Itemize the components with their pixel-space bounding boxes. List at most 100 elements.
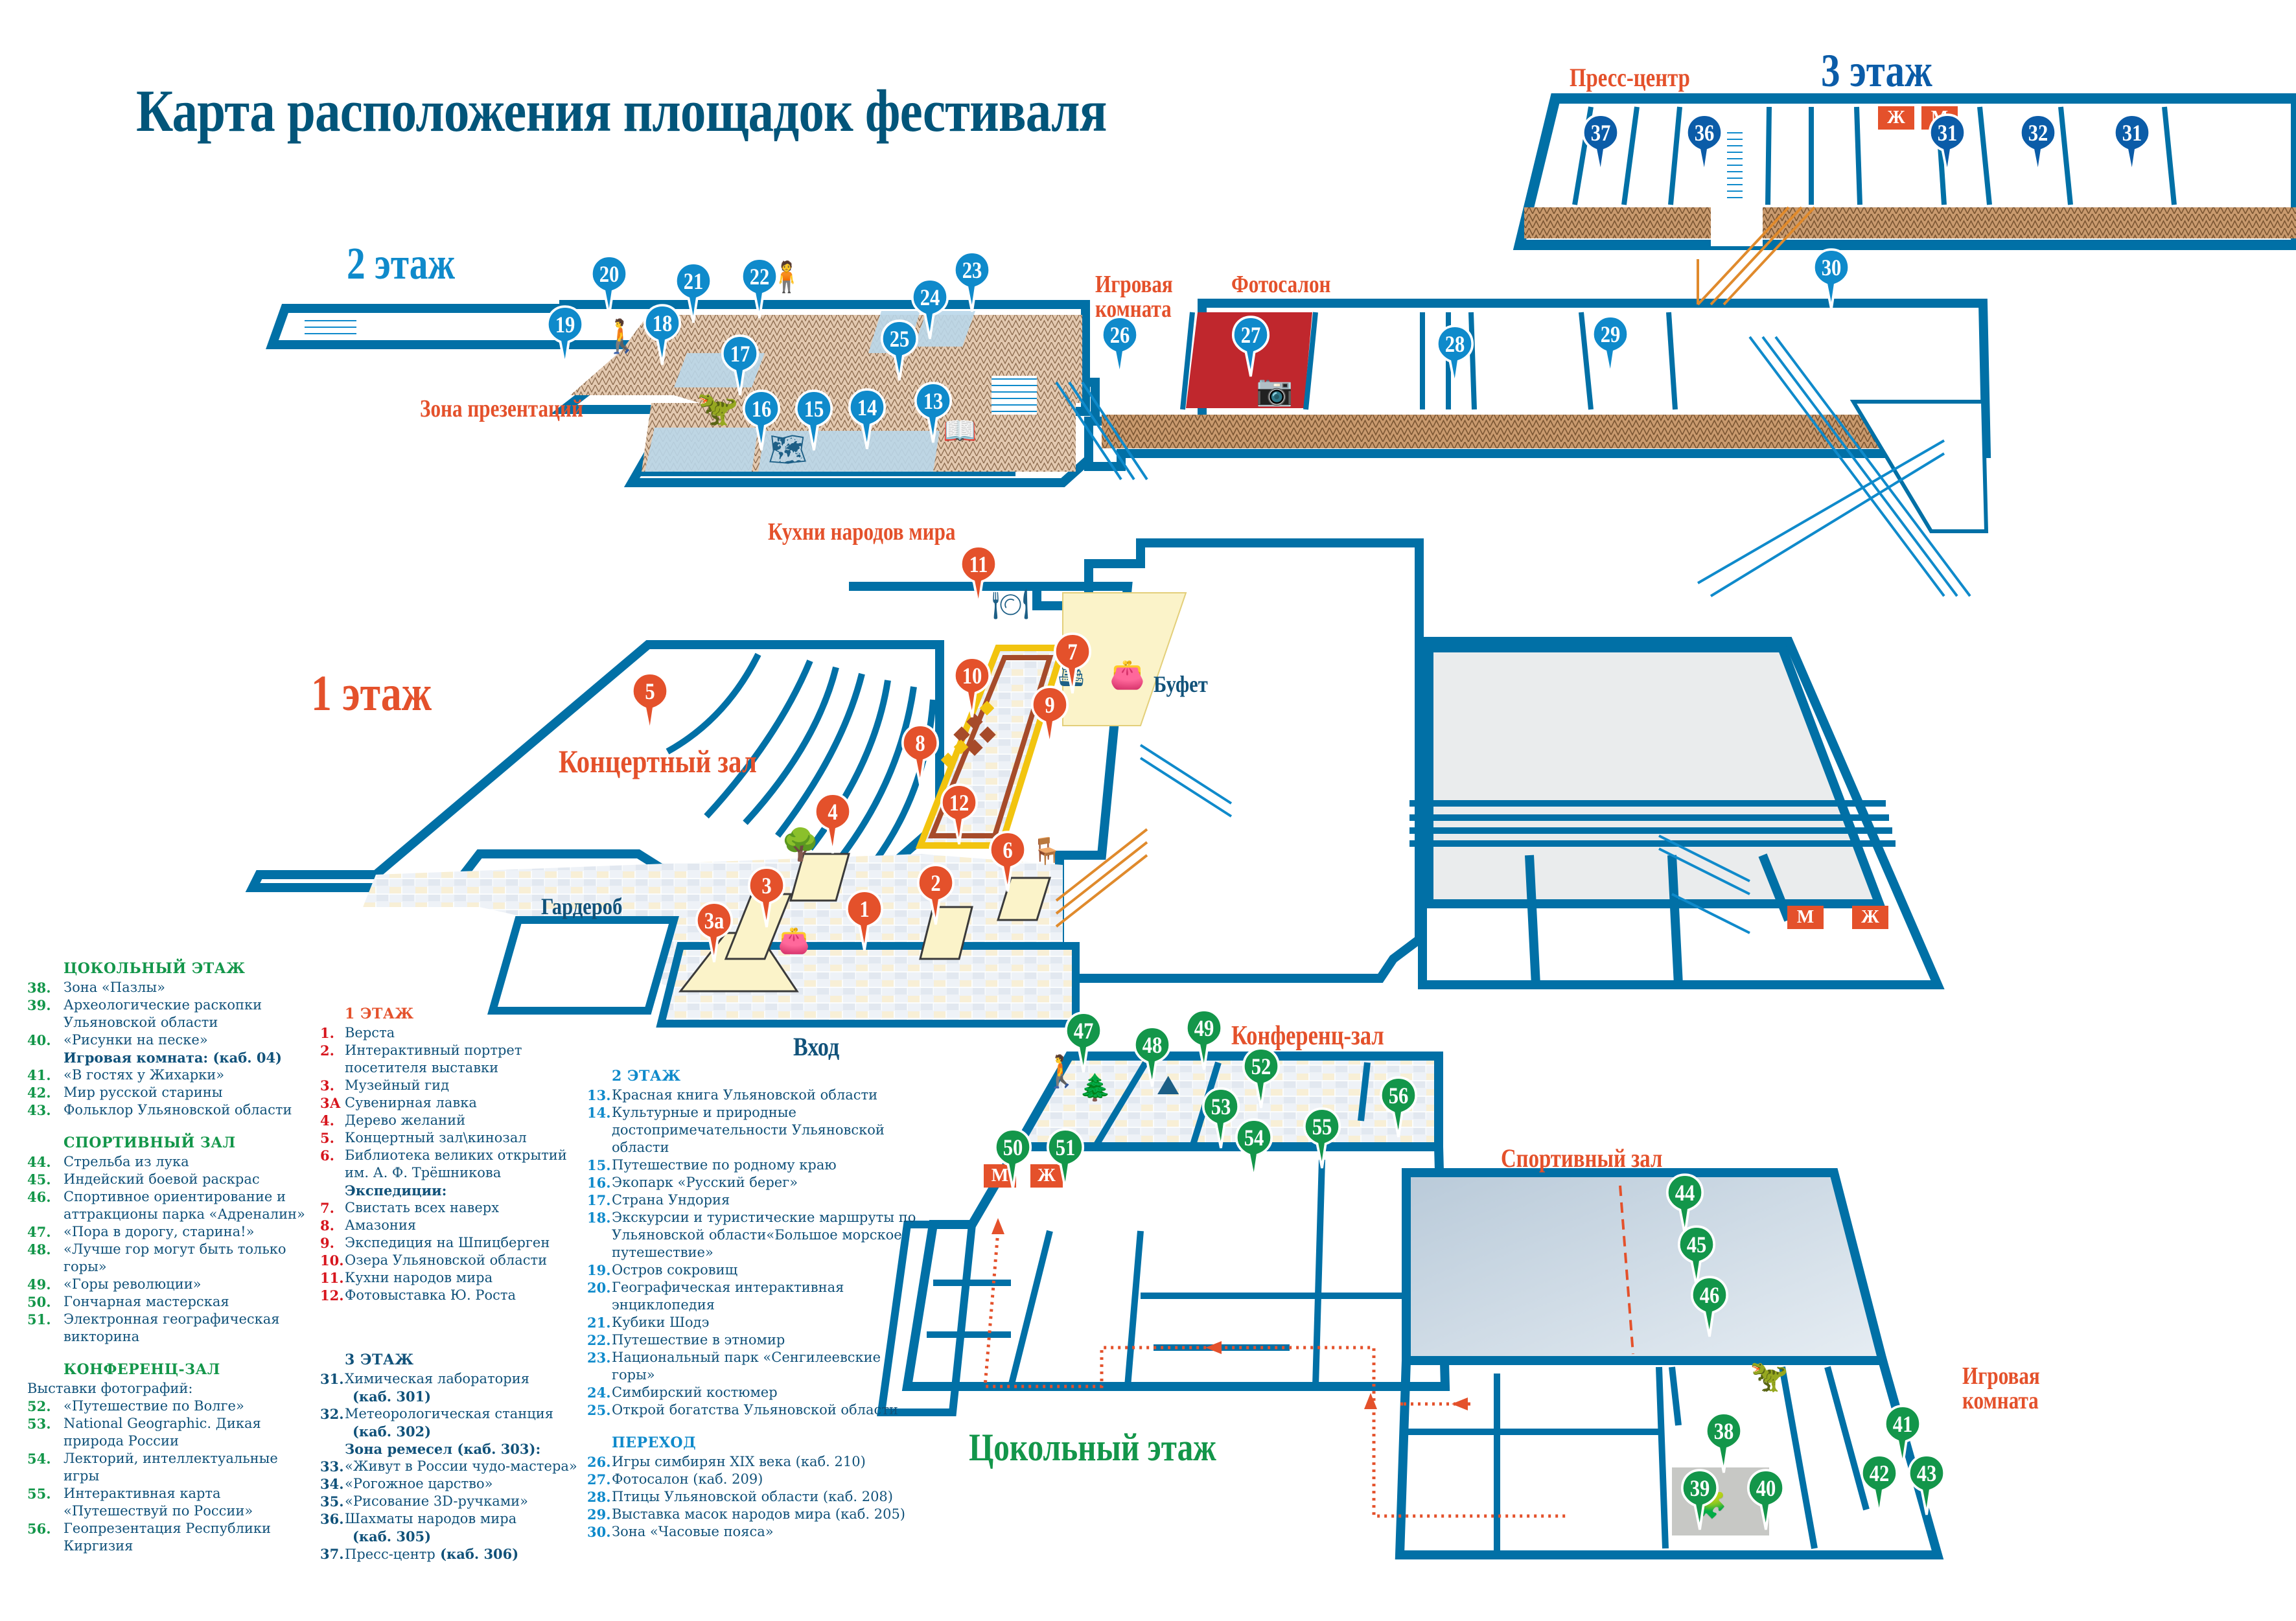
pin-basement-41[interactable]: 41: [1883, 1404, 1922, 1469]
pin-number: 15: [804, 396, 824, 422]
legend-room-number: (каб. 301): [353, 1388, 432, 1405]
pin-floor1-5[interactable]: 5: [631, 671, 669, 736]
legend-item-number: 37.: [320, 1546, 344, 1562]
map-pin-icon: [910, 278, 949, 339]
concert-hall-label: Концертный зал: [559, 743, 757, 779]
legend-item-text: Пресс-центр (каб. 306): [345, 1546, 519, 1562]
pin-floor1-3[interactable]: 3: [747, 866, 786, 930]
pin-floor2-17[interactable]: 17: [721, 334, 760, 398]
pin-basement-44[interactable]: 44: [1665, 1173, 1704, 1237]
photosalon-label: Фотосалон: [1231, 271, 1331, 298]
map-pin-icon: [747, 866, 786, 928]
pin-floor1-6[interactable]: 6: [988, 830, 1027, 895]
map-pin-icon: [1046, 1128, 1085, 1190]
pin-basement-54[interactable]: 54: [1235, 1118, 1273, 1182]
pin-floor3-31[interactable]: 31: [1928, 113, 1967, 178]
legend-item-number: 34.: [320, 1476, 344, 1492]
pin-basement-56[interactable]: 56: [1379, 1075, 1418, 1140]
pin-basement-38[interactable]: 38: [1704, 1411, 1743, 1476]
legend-item-text: Игры симбирян XIX века (каб. 210): [612, 1454, 866, 1469]
pin-floor1-4[interactable]: 4: [813, 792, 852, 856]
map-pin-icon: [1379, 1076, 1418, 1138]
pin-number: 30: [1821, 255, 1842, 281]
pin-basement-50[interactable]: 50: [993, 1127, 1032, 1192]
pin-floor1-2[interactable]: 2: [916, 863, 955, 928]
pin-floor2-22[interactable]: 22: [740, 257, 779, 321]
pin-floor2-23[interactable]: 23: [953, 250, 991, 315]
pin-floor3-32[interactable]: 32: [2019, 113, 2058, 178]
pin-floor1-3а[interactable]: 3а: [695, 901, 734, 965]
pin-floor2-24[interactable]: 24: [910, 277, 949, 342]
legend-item-text: Электронная географическая викторина: [64, 1311, 280, 1344]
pin-floor2-26[interactable]: 26: [1100, 315, 1139, 380]
pin-floor2-29[interactable]: 29: [1591, 314, 1630, 379]
legend-item-number: 56.: [27, 1521, 51, 1537]
pin-floor2-14[interactable]: 14: [848, 387, 887, 452]
pin-number: 43: [1916, 1460, 1937, 1486]
legend-item: 14.Культурные и природные достопримечате…: [587, 1104, 924, 1156]
pin-basement-53[interactable]: 53: [1201, 1086, 1240, 1151]
pin-floor2-25[interactable]: 25: [880, 319, 919, 384]
legend-item-text: Свистать всех наверх: [345, 1200, 500, 1215]
legend-item-text: Птицы Ульяновской области (каб. 208): [612, 1489, 893, 1504]
legend-item: 17.Страна Ундория: [587, 1191, 924, 1209]
pin-basement-52[interactable]: 52: [1242, 1046, 1281, 1111]
pin-floor1-8[interactable]: 8: [901, 723, 940, 788]
legend-item-text: Концертный зал\кинозал: [345, 1130, 527, 1145]
legend-item-text: Симбирский костюмер: [612, 1385, 778, 1400]
pin-basement-42[interactable]: 42: [1860, 1453, 1899, 1518]
legend-item-text: Кухни народов мира: [345, 1270, 493, 1285]
pin-floor1-1[interactable]: 1: [845, 889, 884, 954]
pin-number: 23: [962, 257, 982, 283]
pin-floor2-30[interactable]: 30: [1812, 247, 1851, 312]
pin-basement-40[interactable]: 40: [1746, 1468, 1785, 1533]
pin-number: 53: [1211, 1094, 1231, 1120]
legend-item-number: 23.: [587, 1350, 611, 1366]
legend-item: 43.Фольклор Ульяновской области: [27, 1101, 312, 1119]
pin-basement-55[interactable]: 55: [1303, 1107, 1341, 1171]
map-pin-icon: [674, 262, 713, 323]
pin-floor2-21[interactable]: 21: [674, 261, 713, 326]
map-pin-icon: [1201, 1087, 1240, 1149]
map-pin-icon: [1242, 1047, 1281, 1109]
pin-basement-48[interactable]: 48: [1133, 1025, 1172, 1090]
pin-floor3-37[interactable]: 37: [1581, 113, 1620, 178]
entrance-label: Вход: [793, 1032, 840, 1061]
pin-basement-51[interactable]: 51: [1046, 1127, 1085, 1192]
map-pin-icon: [901, 724, 940, 785]
pin-floor1-10[interactable]: 10: [953, 656, 991, 720]
pin-floor2-28[interactable]: 28: [1435, 324, 1474, 389]
map-pin-icon: [1064, 1011, 1103, 1073]
pin-number: 6: [1003, 837, 1013, 863]
pin-basement-49[interactable]: 49: [1185, 1008, 1223, 1073]
pin-basement-46[interactable]: 46: [1690, 1275, 1729, 1340]
pin-number: 31: [1937, 120, 1958, 146]
pin-floor2-13[interactable]: 13: [914, 381, 953, 446]
pin-floor1-11[interactable]: 11: [959, 544, 998, 609]
pin-floor3-36[interactable]: 36: [1685, 113, 1724, 178]
pin-floor2-19[interactable]: 19: [546, 305, 585, 369]
pin-floor2-27[interactable]: 27: [1231, 315, 1270, 380]
pin-number: 44: [1675, 1180, 1695, 1206]
pin-floor2-16[interactable]: 16: [742, 389, 781, 454]
map-pin-icon: [845, 890, 884, 951]
legend-item-text: «Рогожное царство»: [345, 1476, 493, 1491]
legend-basement-header: ЦОКОЛЬНЫЙ ЭТАЖ: [64, 960, 246, 977]
pin-floor2-20[interactable]: 20: [590, 254, 629, 319]
legend-item-text: Выставка масок народов мира (каб. 205): [612, 1506, 905, 1522]
pin-floor1-12[interactable]: 12: [940, 783, 979, 847]
pin-number: 20: [599, 261, 620, 287]
pin-number: 49: [1194, 1015, 1214, 1041]
pin-number: 4: [828, 799, 838, 825]
legend-item-number: 26.: [587, 1454, 611, 1470]
pin-basement-43[interactable]: 43: [1907, 1453, 1946, 1518]
pin-floor1-7[interactable]: 7: [1053, 632, 1092, 696]
pin-floor1-9[interactable]: 9: [1030, 685, 1069, 750]
pin-basement-39[interactable]: 39: [1680, 1468, 1719, 1533]
legend-item: 5.Концертный зал\кинозал: [320, 1129, 586, 1147]
pin-basement-47[interactable]: 47: [1064, 1011, 1103, 1075]
pin-floor3-31[interactable]: 31: [2113, 113, 2151, 178]
pin-floor2-18[interactable]: 18: [643, 303, 682, 368]
legend-item-number: 33.: [320, 1458, 344, 1475]
pin-floor2-15[interactable]: 15: [794, 389, 833, 454]
